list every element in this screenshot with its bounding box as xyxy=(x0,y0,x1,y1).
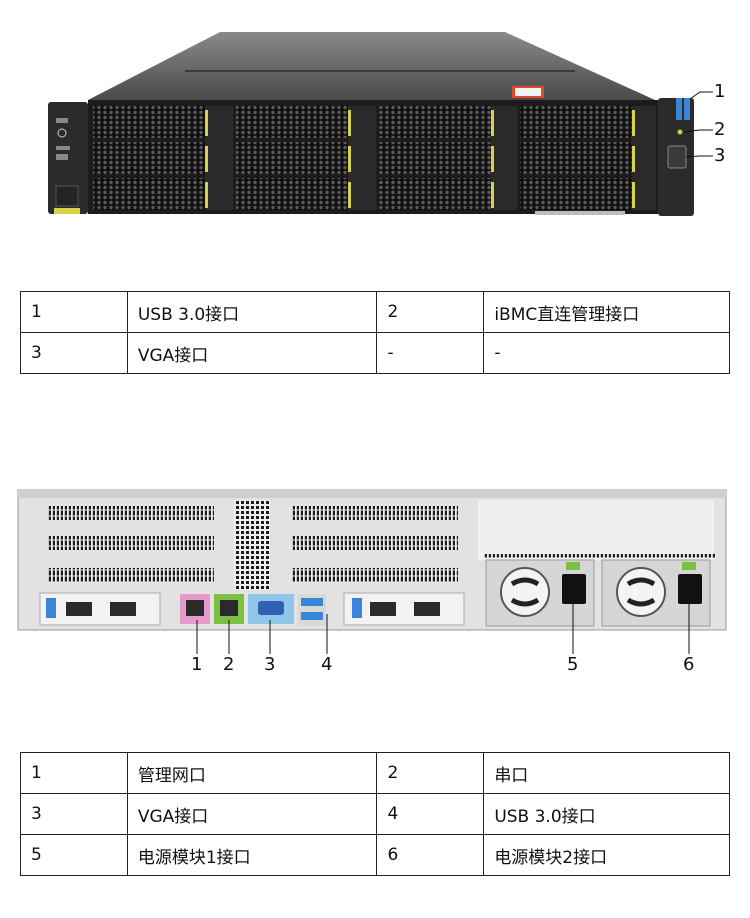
front-callout-2: 2 xyxy=(714,119,726,140)
front-callout-3: 3 xyxy=(714,145,726,166)
vga-port xyxy=(667,145,687,169)
rear-callout-5: 5 xyxy=(567,654,579,675)
drive-bays xyxy=(93,106,656,210)
port-label: - xyxy=(483,332,730,374)
port-label: 串口 xyxy=(483,752,730,794)
table-row: 5 电源模块1接口 6 电源模块2接口 xyxy=(20,834,730,876)
table-row: 1 USB 3.0接口 2 iBMC直连管理接口 xyxy=(20,291,730,333)
power-button-icon xyxy=(57,128,67,138)
port-label: VGA接口 xyxy=(126,793,378,835)
port-number: 6 xyxy=(376,834,485,876)
port-label: VGA接口 xyxy=(126,332,378,374)
usb-port-1 xyxy=(676,98,682,120)
table-row: 3 VGA接口 - - xyxy=(20,332,730,374)
server-rear-view: 1 2 3 4 5 6 xyxy=(0,480,750,680)
rear-callout-1: 1 xyxy=(191,654,203,675)
port-label: iBMC直连管理接口 xyxy=(483,291,730,333)
front-callout-line-1 xyxy=(689,91,713,100)
port-number: 2 xyxy=(376,291,485,333)
port-number: 3 xyxy=(20,793,128,835)
port-label: 电源模块1接口 xyxy=(126,834,378,876)
front-callout-line-2 xyxy=(683,129,713,133)
table-row: 3 VGA接口 4 USB 3.0接口 xyxy=(20,793,730,835)
front-ports-table: 1 USB 3.0接口 2 iBMC直连管理接口 3 VGA接口 - - xyxy=(20,291,730,374)
port-label: 管理网口 xyxy=(126,752,378,794)
table-row: 1 管理网口 2 串口 xyxy=(20,752,730,794)
port-number: 2 xyxy=(376,752,485,794)
rear-callout-6: 6 xyxy=(683,654,695,675)
psu-1 xyxy=(485,559,595,627)
server-rear-illustration xyxy=(17,489,727,654)
port-label: 电源模块2接口 xyxy=(483,834,730,876)
port-number: 3 xyxy=(20,332,128,374)
port-number: 5 xyxy=(20,834,128,876)
server-front-illustration xyxy=(48,32,713,216)
port-number: - xyxy=(376,332,485,374)
front-callout-line-3 xyxy=(685,155,713,158)
psu-2 xyxy=(601,559,711,627)
server-front-view: 1 2 3 xyxy=(0,0,750,240)
rear-callout-2: 2 xyxy=(223,654,235,675)
ibmc-port-led xyxy=(677,129,683,135)
port-number: 1 xyxy=(20,291,128,333)
rear-callout-3: 3 xyxy=(264,654,276,675)
rear-callout-4: 4 xyxy=(321,654,333,675)
front-callout-1: 1 xyxy=(714,81,726,102)
chassis-top-cover xyxy=(88,32,655,100)
port-number: 4 xyxy=(376,793,485,835)
port-label: USB 3.0接口 xyxy=(483,793,730,835)
port-label: USB 3.0接口 xyxy=(126,291,378,333)
port-number: 1 xyxy=(20,752,128,794)
rear-ports-table: 1 管理网口 2 串口 3 VGA接口 4 USB 3.0接口 5 电源模块1接… xyxy=(20,752,730,876)
usb-port-2 xyxy=(684,98,690,120)
